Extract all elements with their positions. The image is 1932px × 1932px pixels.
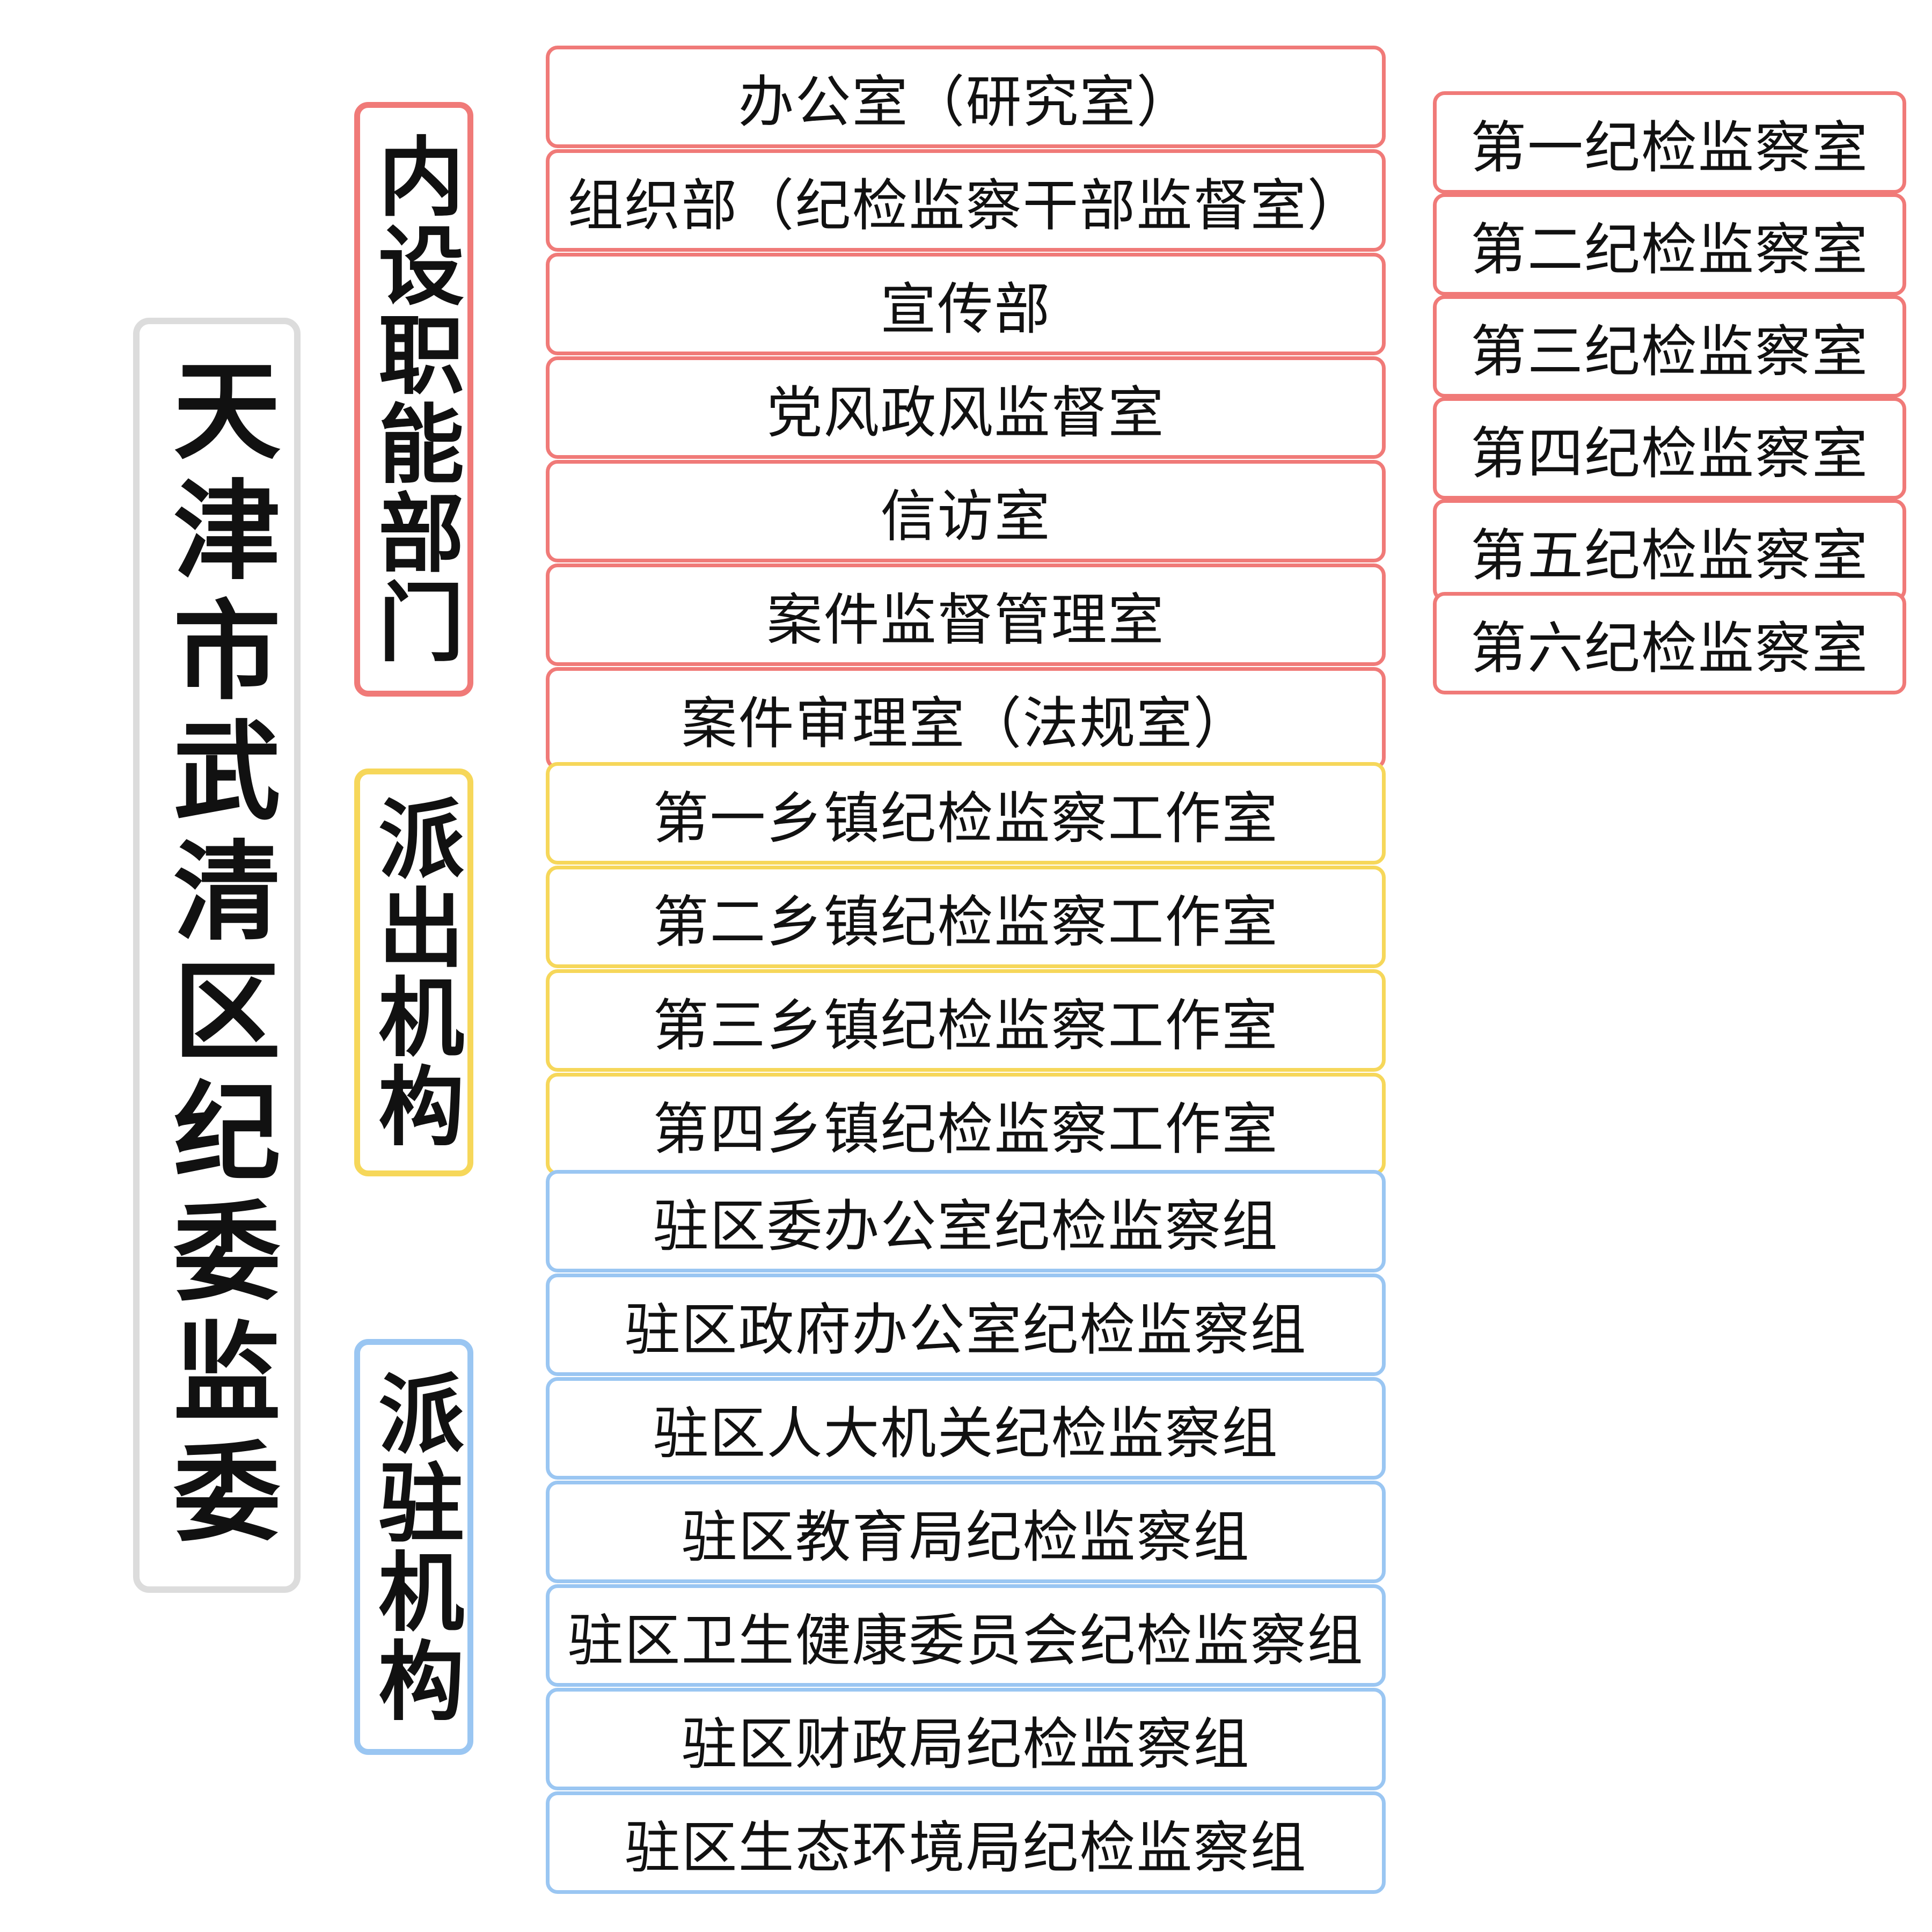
internal-item-petition: 信访室 [546,460,1386,562]
stationed-item-7: 驻区生态环境局纪检监察组 [546,1791,1386,1894]
stationed-item-3: 驻区人大机关纪检监察组 [546,1377,1386,1480]
item-label: 第三纪检监察室 [1470,319,1869,384]
item-label: 组织部（纪检监察干部监督室） [567,173,1364,238]
item-label: 党风政风监督室 [766,380,1165,445]
item-label: 驻区生态环境局纪检监察组 [624,1815,1307,1880]
internal-item-publicity: 宣传部 [546,253,1386,355]
stationed-item-5: 驻区卫生健康委员会纪检监察组 [546,1584,1386,1687]
dispatched-item-1: 第一乡镇纪检监察工作室 [546,762,1386,865]
item-label: 第一纪检监察室 [1470,115,1869,180]
internal-item-case-review: 案件审理室（法规室） [546,667,1386,770]
item-label: 案件审理室（法规室） [681,691,1250,756]
item-label: 第三乡镇纪检监察工作室 [653,993,1279,1058]
dispatched-item-3: 第三乡镇纪检监察工作室 [546,969,1386,1072]
internal-item-organization: 组织部（纪检监察干部监督室） [546,149,1386,252]
supervision-office-6: 第六纪检监察室 [1433,592,1906,694]
dispatched-item-4: 第四乡镇纪检监察工作室 [546,1073,1386,1175]
supervision-office-2: 第二纪检监察室 [1433,193,1906,296]
item-label: 驻区卫生健康委员会纪检监察组 [567,1608,1364,1673]
item-label: 第四纪检监察室 [1470,421,1869,486]
root-label: 天津市武清区纪委监委 [155,354,280,1556]
item-label: 驻区委办公室纪检监察组 [653,1194,1279,1259]
item-label: 第五纪检监察室 [1470,523,1869,588]
category-dispatched-label: 派出机构 [364,794,464,1151]
internal-item-office: 办公室（研究室） [546,46,1386,148]
item-label: 第一乡镇纪检监察工作室 [653,786,1279,851]
stationed-item-2: 驻区政府办公室纪检监察组 [546,1274,1386,1376]
item-label: 驻区教育局纪检监察组 [681,1504,1250,1570]
stationed-item-4: 驻区教育局纪检监察组 [546,1481,1386,1583]
item-label: 办公室（研究室） [738,69,1194,135]
category-stationed: 派驻机构 [354,1339,473,1755]
item-label: 第六纪检监察室 [1470,616,1869,681]
category-internal: 内设职能部门 [354,102,473,697]
item-label: 宣传部 [880,276,1051,342]
supervision-office-4: 第四纪检监察室 [1433,397,1906,500]
stationed-item-1: 驻区委办公室纪检监察组 [546,1170,1386,1272]
supervision-office-5: 第五纪检监察室 [1433,499,1906,602]
dispatched-item-2: 第二乡镇纪检监察工作室 [546,866,1386,968]
supervision-office-3: 第三纪检监察室 [1433,295,1906,398]
internal-item-case-supervision: 案件监督管理室 [546,564,1386,666]
supervision-office-1: 第一纪检监察室 [1433,91,1906,194]
category-dispatched: 派出机构 [354,769,473,1176]
item-label: 驻区财政局纪检监察组 [681,1711,1250,1777]
root-node: 天津市武清区纪委监委 [133,318,301,1593]
item-label: 驻区人大机关纪检监察组 [653,1401,1279,1466]
item-label: 信访室 [880,484,1051,549]
internal-item-conduct: 党风政风监督室 [546,356,1386,459]
item-label: 驻区政府办公室纪检监察组 [624,1297,1307,1363]
category-stationed-label: 派驻机构 [364,1368,464,1725]
item-label: 案件监督管理室 [766,587,1165,653]
item-label: 第二纪检监察室 [1470,217,1869,282]
stationed-item-6: 驻区财政局纪检监察组 [546,1688,1386,1790]
category-internal-label: 内设职能部门 [364,132,464,667]
item-label: 第四乡镇纪检监察工作室 [653,1096,1279,1162]
item-label: 第二乡镇纪检监察工作室 [653,889,1279,955]
